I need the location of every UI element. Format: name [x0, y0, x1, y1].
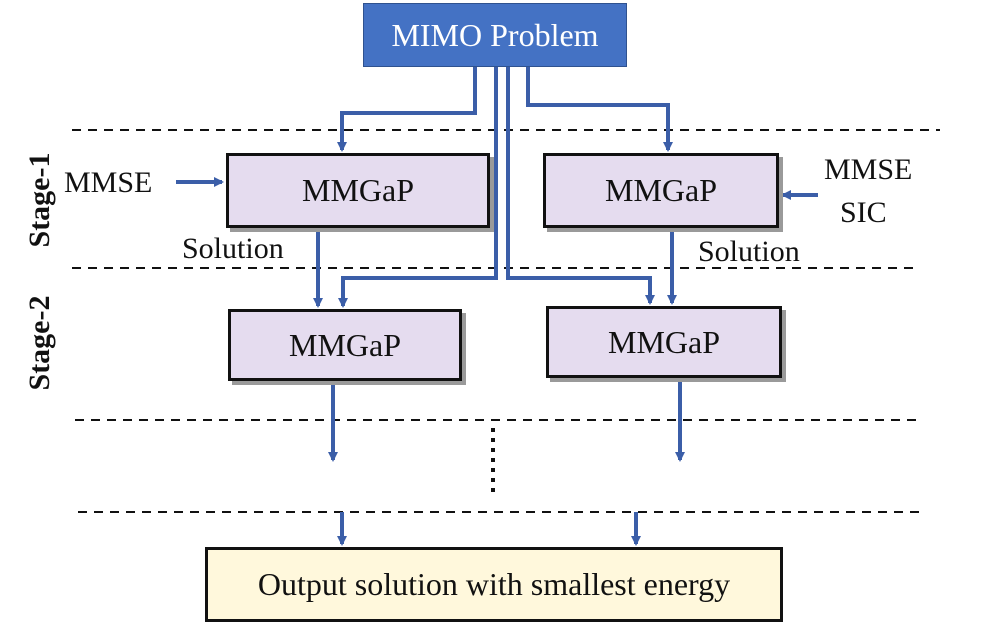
- stage1-left-solution-label: Solution: [182, 232, 284, 265]
- stage1-label: Stage-1: [23, 152, 56, 248]
- stage2-left-mmgap-box: MMGaP: [228, 309, 462, 381]
- output-solution-label: Output solution with smallest energy: [257, 566, 731, 602]
- mimo-problem-box: MIMO Problem: [363, 3, 627, 67]
- arrow-mimo-to-stage1-left: [337, 67, 477, 152]
- arrow-mimo-to-stage1-right: [526, 67, 673, 152]
- output-solution-box: Output solution with smallest energy: [205, 547, 783, 622]
- mmse-sic-input-label-line1: MMSE: [824, 153, 913, 186]
- stage2-right-mmgap-box: MMGaP: [546, 306, 782, 378]
- arrow-mimo-to-stage2-left: [338, 67, 498, 308]
- stage1-right-mmgap-label: MMGaP: [604, 172, 717, 208]
- stage2-right-mmgap-label: MMGaP: [607, 323, 720, 360]
- stage1-left-mmgap-box: MMGaP: [226, 153, 490, 228]
- mimo-problem-label: MIMO Problem: [391, 16, 599, 53]
- stage1-left-mmgap-label: MMGaP: [301, 172, 414, 208]
- arrow-mimo-to-stage2-right: [506, 67, 655, 305]
- stage2-label: Stage-2: [23, 295, 56, 391]
- stage2-left-mmgap-label: MMGaP: [288, 326, 401, 363]
- mmse-input-label: MMSE: [64, 166, 153, 199]
- mmse-sic-input-label-line2: SIC: [840, 196, 887, 229]
- stage1-right-solution-label: Solution: [698, 235, 800, 268]
- stage1-right-mmgap-box: MMGaP: [543, 153, 779, 228]
